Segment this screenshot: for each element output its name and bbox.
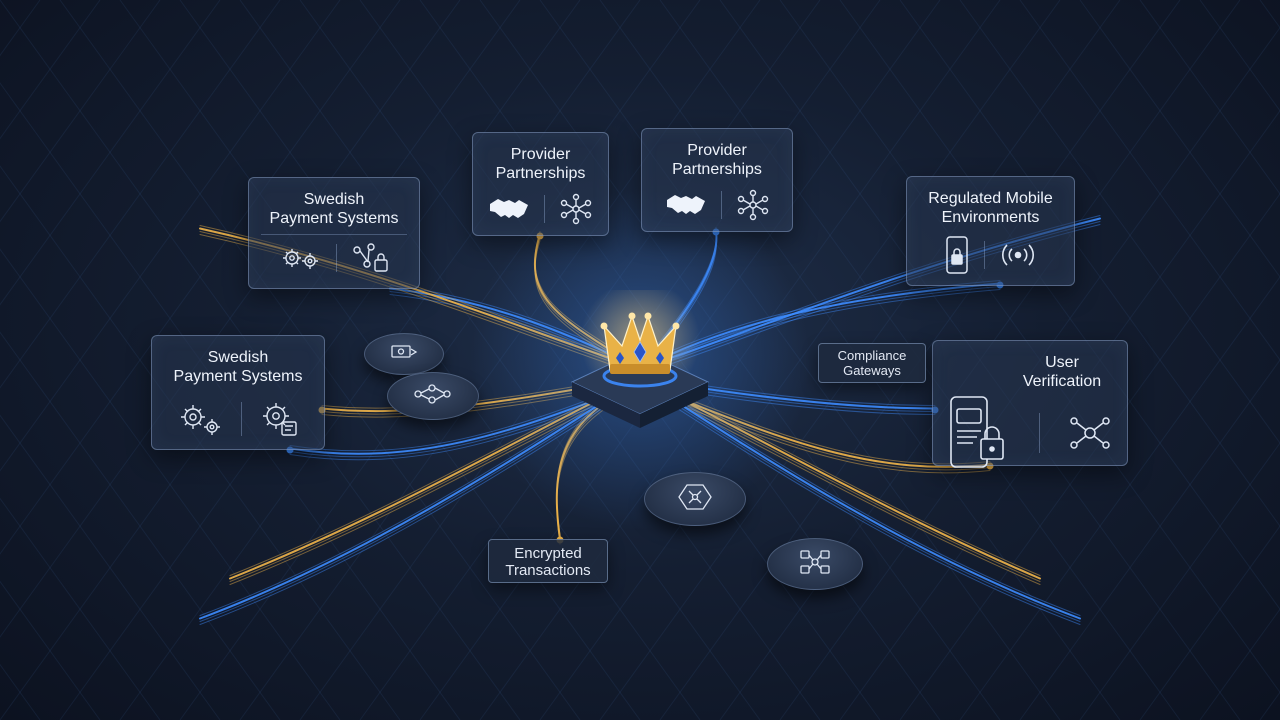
card-provider-partnerships-right: Provider Partnerships	[641, 128, 793, 232]
card-title: Provider Partnerships	[672, 142, 762, 178]
crown-icon	[600, 312, 680, 374]
chip-label: Encrypted Transactions	[505, 545, 591, 579]
flowchart-icon	[797, 548, 833, 581]
disc-flowchart	[387, 372, 479, 420]
disc-network-nodes	[767, 538, 863, 590]
gear-doc-icon	[260, 400, 300, 438]
handshake-icon	[488, 196, 530, 222]
card-user-verification: User Verification	[932, 340, 1128, 468]
card-title: Provider Partnerships	[495, 146, 586, 182]
card-title: Regulated Mobile Environments	[928, 190, 1053, 226]
card-title: Swedish Payment Systems	[269, 191, 399, 227]
phone-doc-lock-icon	[947, 393, 1013, 473]
hexagon-network-icon	[673, 482, 717, 517]
handshake-icon	[665, 192, 707, 218]
chip-compliance-gateways: Compliance Gateways	[818, 343, 926, 383]
money-transfer-icon	[389, 342, 419, 367]
gears-icon	[177, 400, 223, 438]
disc-money-transfer	[364, 333, 444, 375]
flowchart-icon	[412, 383, 454, 410]
card-title: Swedish Payment Systems	[173, 349, 303, 385]
card-swedish-payment-systems-left: Swedish Payment Systems	[151, 335, 325, 450]
card-title: User Verification	[1022, 354, 1102, 390]
network-icon	[559, 193, 593, 225]
card-swedish-payment-systems-top: Swedish Payment Systems	[248, 177, 420, 289]
network-lock-icon	[351, 242, 391, 274]
chip-label: Compliance Gateways	[837, 348, 907, 378]
card-regulated-mobile-environments: Regulated Mobile Environments	[906, 176, 1075, 286]
central-hub	[560, 280, 720, 440]
card-provider-partnerships-left: Provider Partnerships	[472, 132, 609, 236]
gears-icon	[278, 243, 322, 273]
chip-encrypted-transactions: Encrypted Transactions	[488, 539, 608, 583]
wireless-icon	[999, 240, 1037, 270]
disc-hexagon-network	[644, 472, 746, 526]
network-icon	[1066, 413, 1114, 453]
phone-lock-icon	[944, 235, 970, 275]
network-icon	[736, 189, 770, 221]
